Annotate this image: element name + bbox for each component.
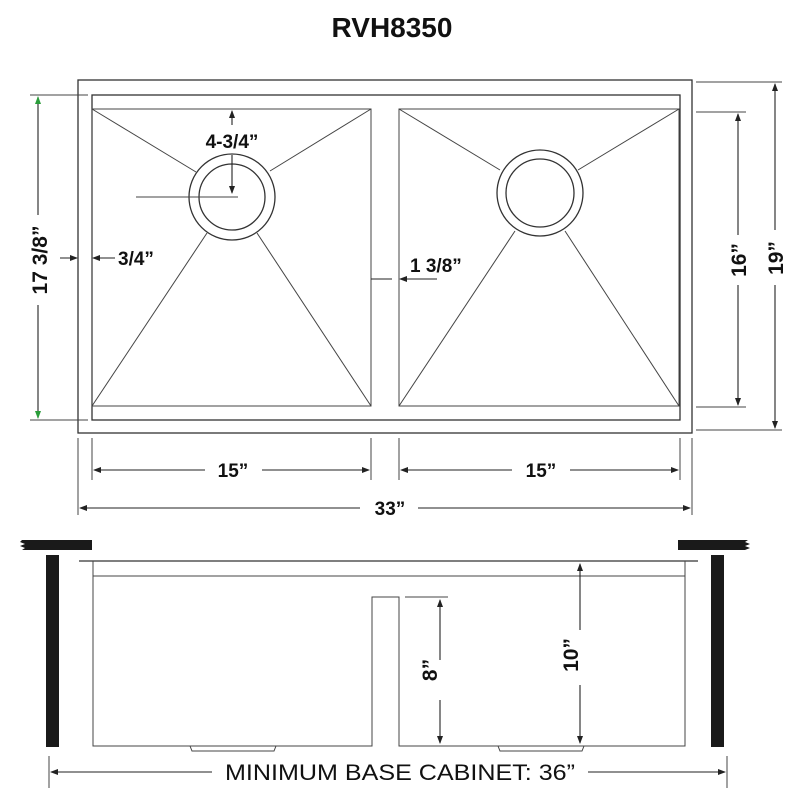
model-title: RVH8350 (332, 12, 453, 43)
sink-profile (92, 561, 686, 747)
outer-flange (77, 79, 693, 434)
left-drain-side (189, 745, 277, 752)
left-cabinet-wall (46, 555, 59, 747)
left-countertop (20, 540, 92, 550)
overall-width-label: 33” (375, 499, 406, 520)
right-drain-side (497, 745, 585, 752)
side-view: 8” 10” MINIMUM BASE CABINET: 36” (20, 540, 750, 788)
drain-offset-label: 4-3/4” (206, 132, 259, 153)
min-cabinet-label: MINIMUM BASE CABINET: 36” (225, 760, 575, 785)
right-cabinet-wall (711, 555, 724, 747)
top-view: 4-3/4” 3/4” 1 3/8” 17 3/8” 16” 19” 15” (29, 79, 788, 520)
bowl-depth-label: 16” (728, 243, 751, 277)
right-countertop (678, 540, 750, 550)
right-drain (496, 149, 584, 237)
right-bowl-width-label: 15” (526, 461, 557, 482)
rim-offset-label: 3/4” (118, 249, 154, 270)
inner-depth-label: 17 3/8” (29, 226, 52, 295)
inner-rim (91, 94, 681, 421)
divider-width-label: 1 3/8” (410, 256, 462, 277)
right-bowl (398, 108, 680, 407)
left-bowl-width-label: 15” (218, 461, 249, 482)
overall-depth-label: 19” (765, 241, 788, 275)
divider-height-label: 8” (419, 659, 442, 681)
bowl-height-label: 10” (560, 638, 583, 672)
